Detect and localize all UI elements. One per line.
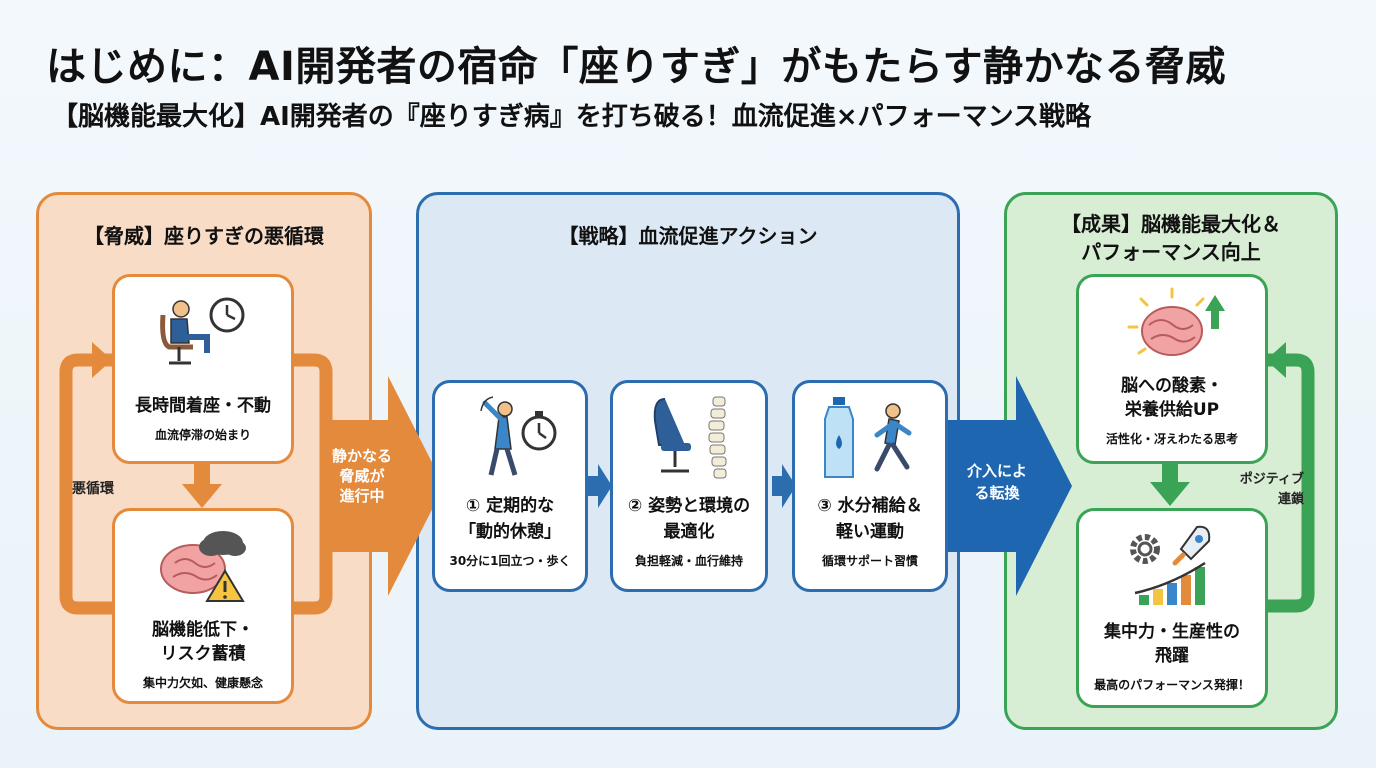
threat-cycle-arrowhead (92, 342, 112, 378)
strategy-step-1-card: ① 定期的な 「動的休憩」 30分に1回立つ・歩く (432, 380, 588, 592)
step1-to-step2-arrow (588, 464, 612, 508)
result-card-brain-oxygen: 脳への酸素・ 栄養供給UP 活性化・冴えわたる思考 (1076, 274, 1268, 464)
threat-card-sitting-head: 長時間着座・不動 (135, 396, 271, 416)
result-card-productivity-head2: 飛躍 (1155, 646, 1189, 666)
strategy-arrow-label: 介入によ る転換 (966, 462, 1027, 502)
result-down-arrowhead (1150, 482, 1190, 506)
threat-card-sitting-sub: 血流停滞の始まり (154, 428, 251, 442)
chair-spine-icon (613, 391, 765, 483)
strategy-step-1-head2: 「動的休憩」 (459, 522, 561, 542)
threat-down-arrowhead (182, 484, 222, 508)
result-cycle-loop (1268, 353, 1315, 613)
up-arrow-icon (1205, 295, 1225, 329)
strategy-step-2-card: ② 姿勢と環境の 最適化 負担軽減・血行維持 (610, 380, 768, 592)
strategy-step-2-head2: 最適化 (663, 522, 715, 542)
result-panel-title-line1: 【成果】脳機能最大化＆ (1061, 212, 1281, 236)
stretching-stopwatch-icon (435, 393, 585, 483)
stopwatch-icon (521, 411, 557, 451)
threat-card-brain-sub: 集中力欠如、健康懸念 (142, 676, 263, 690)
strategy-step-2-sub: 負担軽減・血行維持 (634, 554, 743, 568)
rocket-icon (1172, 525, 1211, 566)
strategy-to-result-arrow (944, 376, 1072, 596)
cloud-icon (199, 531, 246, 556)
threat-cycle-loop-left (59, 353, 112, 615)
gear-rocket-growth-icon (1079, 519, 1265, 611)
result-card-productivity: 集中力・生産性の 飛躍 最高のパフォーマンス発揮！ (1076, 508, 1268, 708)
strategy-step-1-head1: ① 定期的な (465, 496, 555, 516)
threat-cycle-label: 悪循環 (72, 481, 114, 497)
result-card-brain-oxygen-sub: 活性化・冴えわたる思考 (1105, 432, 1238, 446)
clock-icon (209, 297, 245, 333)
result-card-productivity-head1: 集中力・生産性の (1104, 622, 1240, 642)
strategy-step-1-sub: 30分に1回立つ・歩く (449, 554, 571, 568)
threat-arrow-label: 静かなる 脅威が 進行中 (331, 447, 392, 505)
strategy-step-3-head1: ③ 水分補給＆ (817, 496, 923, 516)
spine-icon (708, 396, 727, 479)
step2-to-step3-arrow (772, 464, 796, 508)
warning-icon (205, 569, 245, 602)
result-card-brain-oxygen-head1: 脳への酸素・ (1121, 376, 1223, 396)
water-bottle-runner-icon (795, 391, 945, 483)
result-panel-title-line2: パフォーマンス向上 (1081, 240, 1261, 264)
bar-growth-icon (1134, 561, 1206, 605)
threat-cycle-loop-right (292, 353, 333, 615)
glowing-brain-up-arrow-icon (1079, 283, 1265, 373)
brain-cloud-warning-icon (115, 519, 291, 609)
result-cycle-label: ポジティブ 連鎖 (1239, 472, 1304, 507)
person-sitting-clock-icon (115, 285, 291, 371)
result-card-brain-oxygen-head2: 栄養供給UP (1124, 400, 1220, 420)
threat-card-brain: 脳機能低下・ リスク蓄積 集中力欠如、健康懸念 (112, 508, 294, 704)
gear-icon (1130, 534, 1160, 564)
glow-rays-icon (1127, 287, 1205, 355)
threat-panel-title: 【脅威】座りすぎの悪循環 (84, 224, 324, 248)
page-subtitle: 【脳機能最大化】AI開発者の『座りすぎ病』を打ち破る！血流促進×パフォーマンス戦… (52, 102, 1092, 132)
strategy-step-3-sub: 循環サポート習慣 (821, 554, 918, 568)
office-chair-icon (653, 398, 691, 473)
result-cycle-arrowhead (1266, 342, 1286, 378)
threat-card-sitting: 長時間着座・不動 血流停滞の始まり (112, 274, 294, 464)
strategy-step-2-head1: ② 姿勢と環境の (627, 496, 751, 516)
page-title: はじめに：AI開発者の宿命「座りすぎ」がもたらす静かなる脅威 (46, 44, 1227, 90)
water-bottle-icon (824, 397, 854, 478)
runner-icon (874, 403, 912, 472)
strategy-step-3-head2: 軽い運動 (836, 522, 904, 542)
strategy-step-3-card: ③ 水分補給＆ 軽い運動 循環サポート習慣 (792, 380, 948, 592)
strategy-panel-title: 【戦略】血流促進アクション (558, 224, 818, 248)
threat-card-brain-head1: 脳機能低下・ (152, 620, 254, 640)
result-card-productivity-sub: 最高のパフォーマンス発揮！ (1094, 678, 1250, 692)
threat-to-strategy-arrow (322, 376, 444, 596)
threat-card-brain-head2: リスク蓄積 (160, 644, 246, 664)
